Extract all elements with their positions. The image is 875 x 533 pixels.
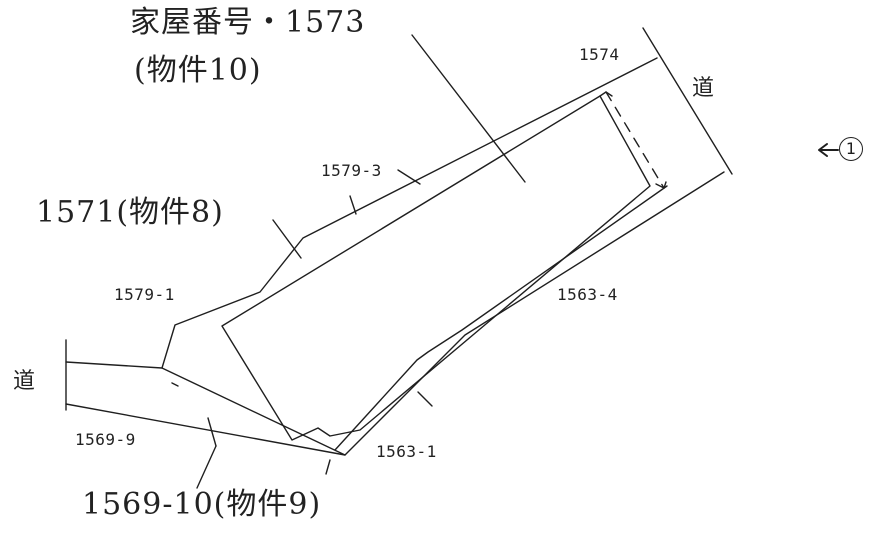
parcel-1579-1-label: 1579-1 <box>114 285 175 304</box>
leader-1563-1 <box>417 391 433 407</box>
right-road-edge <box>642 27 733 175</box>
leader-1569-10 <box>196 445 217 489</box>
property-10-label: (物件10) <box>134 53 262 88</box>
left-arrow-icon-head <box>818 143 828 157</box>
left-road-lower-edge <box>65 403 346 456</box>
leader-1573 <box>411 34 526 183</box>
road-right-label: 道 <box>692 76 715 101</box>
outer-parcel-boundary <box>161 57 725 456</box>
leader-node <box>325 459 331 475</box>
parcel-1579-3-label: 1579-3 <box>321 161 382 180</box>
leader-1579-3-lower <box>349 195 357 215</box>
marker-circle: 1 <box>839 137 863 161</box>
parcel-1569-9-label: 1569-9 <box>75 430 136 449</box>
dashed-boundary-ticks-bottom <box>655 181 667 189</box>
dashed-boundary-ticks <box>599 91 613 97</box>
road-left-label: 道 <box>13 369 36 394</box>
parcel-1571-label: 1571(物件8) <box>36 195 224 230</box>
leader-1569-10-top <box>207 417 217 447</box>
leader-1579-3 <box>397 169 421 185</box>
parcel-1574-label: 1574 <box>579 45 620 64</box>
dashed-boundary <box>605 91 665 189</box>
leader-1571 <box>272 219 302 259</box>
building-footprint <box>221 95 651 441</box>
left-road-upper-edge <box>65 361 163 369</box>
parcel-1569-10-label: 1569-10(物件9) <box>82 487 322 522</box>
parcel-1563-1-label: 1563-1 <box>376 442 437 461</box>
southeast-boundary-inner <box>334 185 668 451</box>
house-number-title: 家屋番号・1573 <box>130 5 366 40</box>
parcel-1563-4-label: 1563-4 <box>557 285 618 304</box>
tick-1579-1 <box>171 382 179 387</box>
